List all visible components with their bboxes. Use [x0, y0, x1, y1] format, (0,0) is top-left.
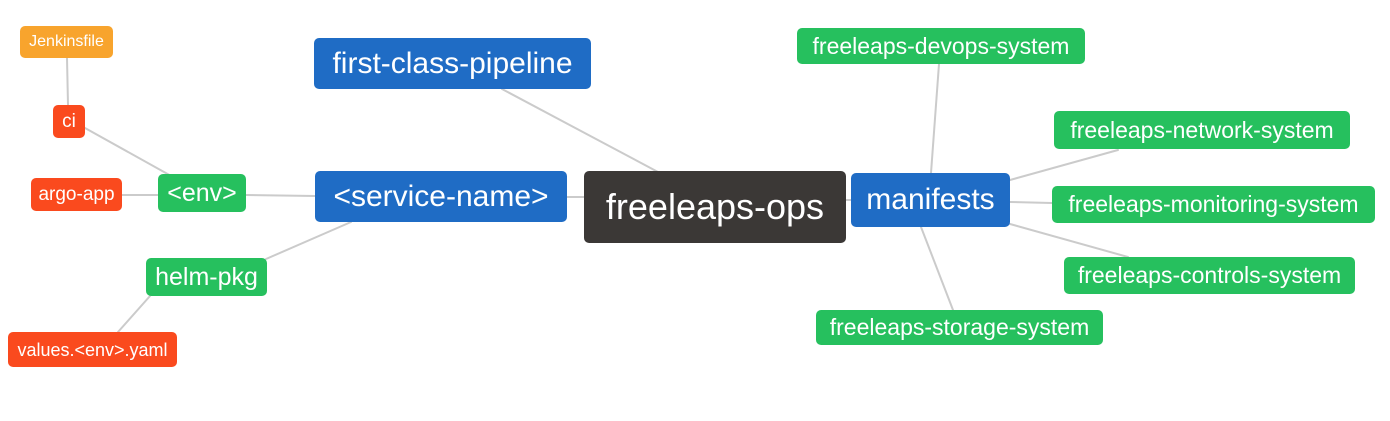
node-freeleaps-monitoring-system[interactable]: freeleaps-monitoring-system — [1052, 186, 1375, 223]
node-freeleaps-controls-system[interactable]: freeleaps-controls-system — [1064, 257, 1355, 294]
node-label: helm-pkg — [155, 262, 258, 291]
edge-env-to-service-name — [245, 194, 316, 197]
node-first-class-pipeline[interactable]: first-class-pipeline — [314, 38, 591, 89]
edge-manifests-to-freeleaps-monitoring-system — [1009, 201, 1053, 204]
node-label: freeleaps-controls-system — [1077, 262, 1342, 288]
node-values-env-yaml[interactable]: values.<env>.yaml — [8, 332, 177, 367]
edge-service-name-to-helm-pkg — [265, 221, 352, 260]
node-freeleaps-ops[interactable]: freeleaps-ops — [584, 171, 846, 243]
edge-manifests-to-freeleaps-controls-system — [1009, 223, 1129, 258]
node-label: manifests — [866, 183, 995, 216]
node-label: <env> — [167, 178, 237, 207]
edge-first-class-pipeline-to-freeleaps-ops — [501, 88, 659, 173]
node-jenkinsfile[interactable]: Jenkinsfile — [20, 26, 113, 58]
node-label: argo-app — [38, 184, 115, 205]
node-service-name[interactable]: <service-name> — [315, 171, 567, 222]
node-helm-pkg[interactable]: helm-pkg — [146, 258, 267, 296]
edge-manifests-to-freeleaps-network-system — [1009, 149, 1119, 181]
edge-jenkinsfile-to-ci — [66, 57, 69, 106]
node-label: freeleaps-devops-system — [812, 32, 1070, 59]
node-freeleaps-storage-system[interactable]: freeleaps-storage-system — [816, 310, 1103, 345]
node-label: <service-name> — [333, 179, 549, 213]
node-label: ci — [62, 111, 76, 132]
edge-ci-to-env — [84, 127, 174, 178]
node-label: freeleaps-ops — [605, 186, 825, 227]
node-freeleaps-devops-system[interactable]: freeleaps-devops-system — [797, 28, 1085, 64]
node-label: freeleaps-monitoring-system — [1068, 191, 1359, 217]
edge-manifests-to-freeleaps-devops-system — [930, 63, 940, 174]
node-freeleaps-network-system[interactable]: freeleaps-network-system — [1054, 111, 1350, 149]
node-env[interactable]: <env> — [158, 174, 246, 212]
node-label: freeleaps-storage-system — [829, 314, 1090, 340]
node-label: values.<env>.yaml — [17, 339, 168, 360]
edge-manifests-to-freeleaps-storage-system — [920, 226, 954, 311]
node-manifests[interactable]: manifests — [851, 173, 1010, 227]
node-ci[interactable]: ci — [53, 105, 85, 138]
node-label: first-class-pipeline — [332, 46, 573, 80]
node-label: freeleaps-network-system — [1070, 116, 1334, 143]
edge-helm-pkg-to-values-env-yaml — [117, 295, 151, 333]
node-argo-app[interactable]: argo-app — [31, 178, 122, 211]
node-label: Jenkinsfile — [29, 33, 104, 50]
